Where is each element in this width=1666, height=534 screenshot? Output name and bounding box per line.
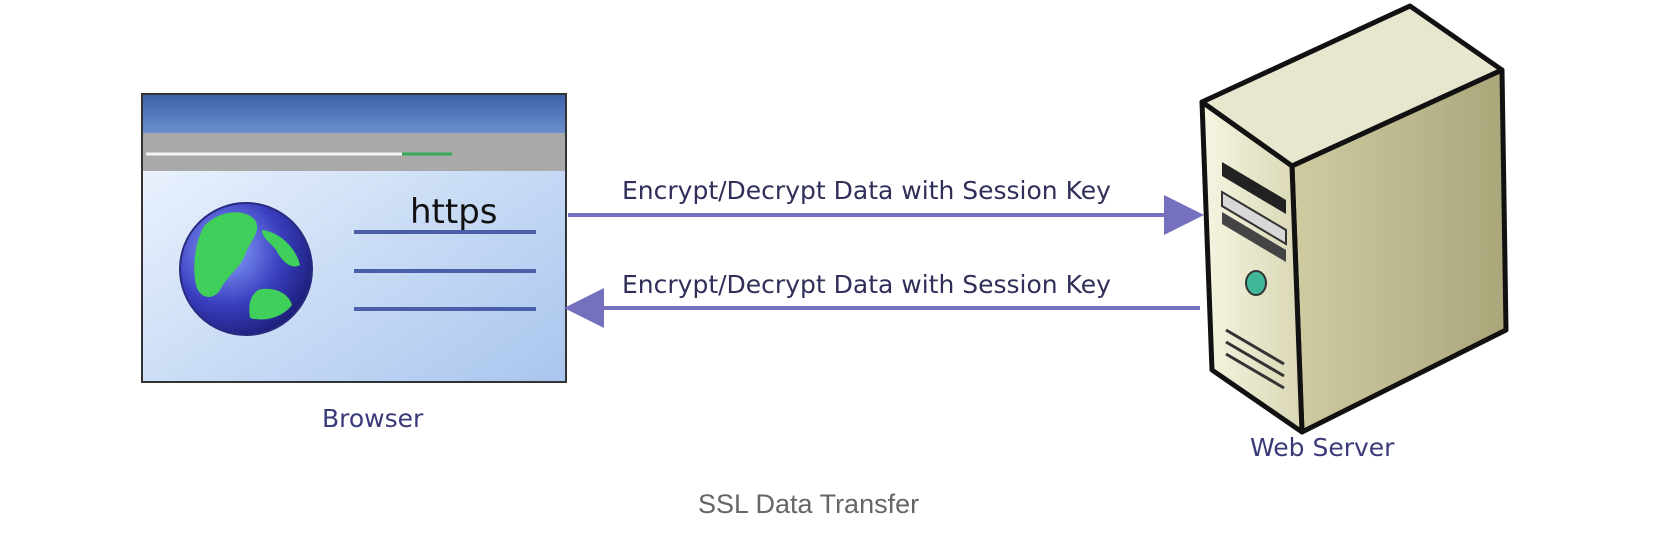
- browser-window-icon: [141, 93, 567, 383]
- diagram-caption: SSL Data Transfer: [698, 489, 920, 519]
- message-label-downstream: Encrypt/Decrypt Data with Session Key: [622, 270, 1111, 299]
- message-label-upstream: Encrypt/Decrypt Data with Session Key: [622, 176, 1111, 205]
- browser-url-text: https: [410, 192, 498, 232]
- server-icon: [1199, 3, 1509, 435]
- browser-label: Browser: [322, 404, 424, 433]
- globe-icon: [179, 202, 313, 336]
- server-label: Web Server: [1250, 433, 1395, 462]
